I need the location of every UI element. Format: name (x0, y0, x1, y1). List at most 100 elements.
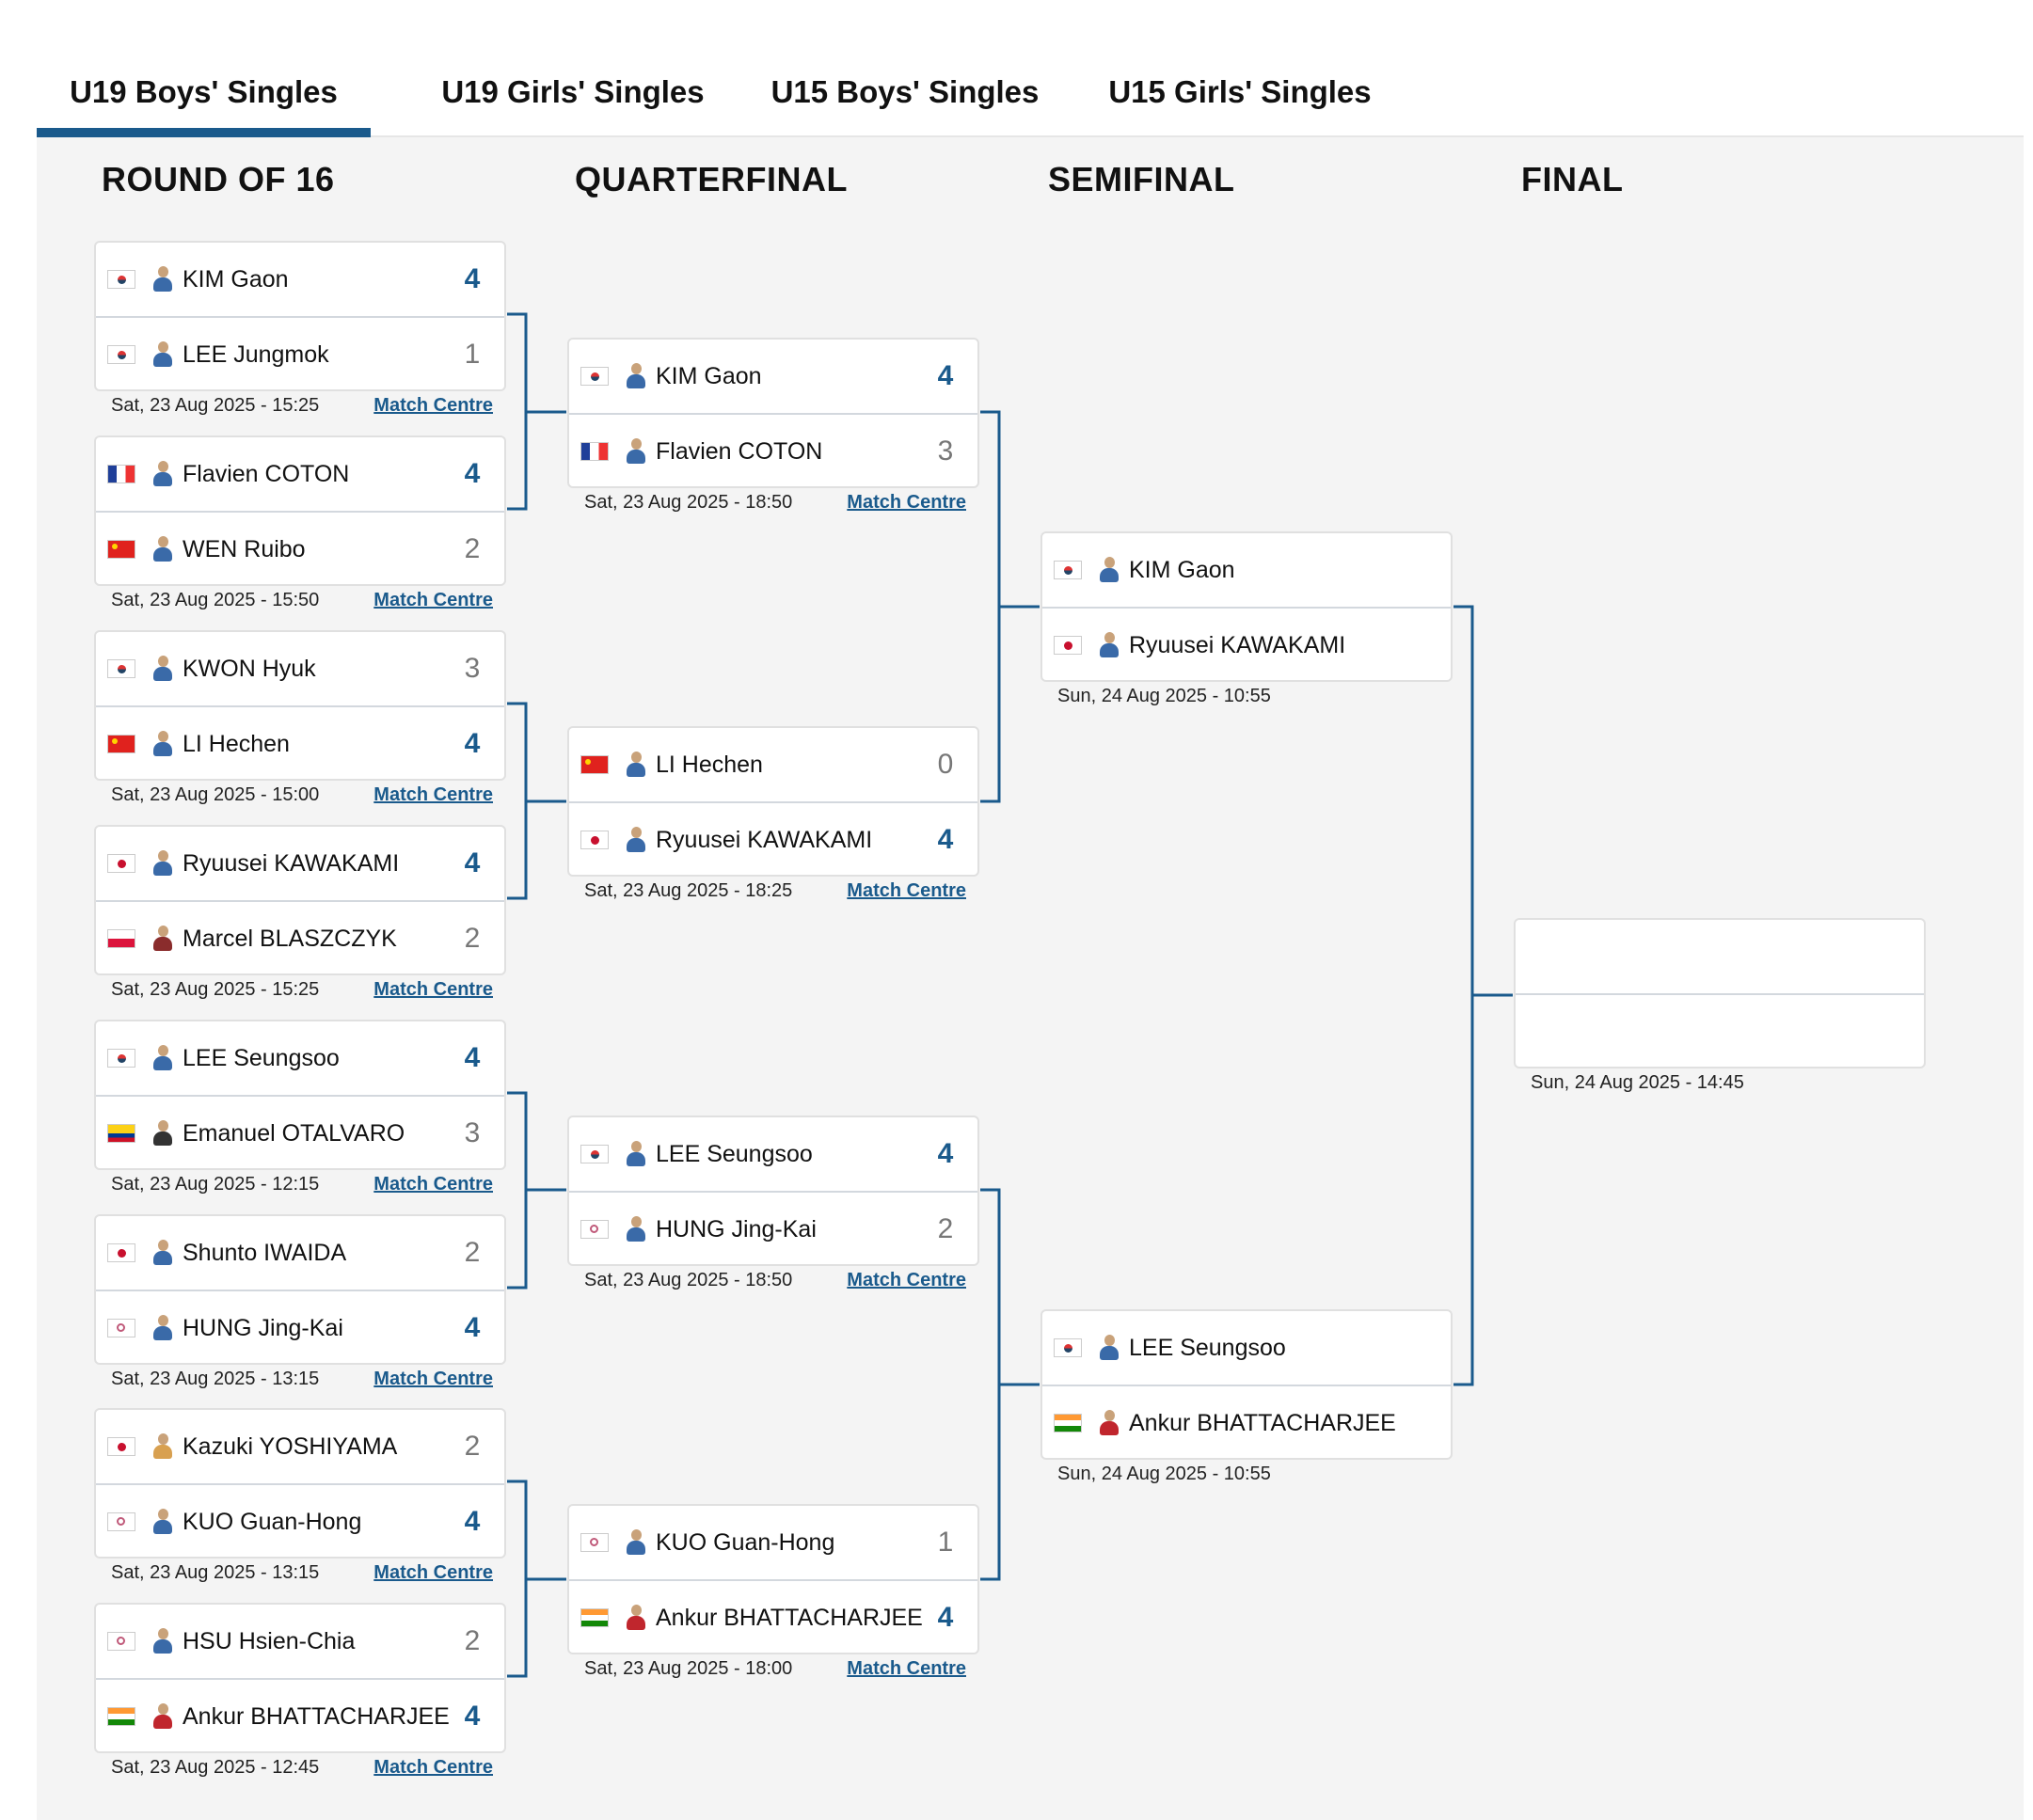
match-meta: Sat, 23 Aug 2025 - 18:00 Match Centre (567, 1658, 979, 1686)
player-name: Shunto IWAIDA (183, 1239, 347, 1266)
match-date: Sat, 23 Aug 2025 - 13:15 (111, 1369, 320, 1389)
player-avatar-icon (626, 752, 646, 778)
sf-match-1: KIM Gaon Ryuusei KAWAKAMI (1040, 531, 1453, 682)
flag-kor-icon (1054, 1338, 1082, 1357)
player-name: KIM Gaon (1129, 556, 1235, 583)
match-centre-link[interactable]: Match Centre (373, 1174, 493, 1195)
match-meta: Sun, 24 Aug 2025 - 14:45 (1514, 1072, 1926, 1100)
player-row[interactable]: Ankur BHATTACHARJEE (1042, 1386, 1451, 1460)
player-avatar-icon (626, 1141, 646, 1167)
player-row-empty[interactable] (1516, 920, 1924, 995)
player-score: 4 (937, 1602, 954, 1633)
round-title-final: FINAL (1521, 160, 1624, 198)
tab-bar: U19 Boys' Singles U19 Girls' Singles U15… (37, 34, 2024, 137)
player-name: Ryuusei KAWAKAMI (1129, 631, 1346, 658)
match-centre-link[interactable]: Match Centre (373, 1562, 493, 1583)
player-name: Flavien COTON (656, 437, 823, 465)
flag-fra-icon (107, 465, 135, 483)
player-avatar-icon (626, 827, 646, 853)
match-centre-link[interactable]: Match Centre (373, 784, 493, 805)
player-score: 4 (464, 1312, 481, 1343)
player-avatar-icon (152, 731, 173, 757)
match-centre-link[interactable]: Match Centre (373, 395, 493, 416)
player-score: 4 (464, 1701, 481, 1732)
flag-ind-icon (1054, 1414, 1082, 1432)
flag-chn-icon (580, 755, 609, 774)
player-row[interactable]: Ryuusei KAWAKAMI (1042, 609, 1451, 682)
player-row[interactable]: KIM Gaon (1042, 533, 1451, 609)
player-name: LEE Seungsoo (656, 1140, 813, 1167)
match-centre-link[interactable]: Match Centre (847, 1658, 966, 1679)
player-avatar-icon (152, 850, 173, 877)
flag-kor-icon (107, 659, 135, 678)
player-avatar-icon (152, 1433, 173, 1460)
tab-u15-boys-singles[interactable]: U15 Boys' Singles (770, 74, 1040, 109)
player-avatar-icon (152, 1628, 173, 1654)
match-date: Sat, 23 Aug 2025 - 12:15 (111, 1174, 320, 1195)
match-meta: Sat, 23 Aug 2025 - 12:15 Match Centre (94, 1174, 506, 1202)
match-centre-link[interactable]: Match Centre (373, 1757, 493, 1778)
player-name: Marcel BLASZCZYK (183, 925, 397, 952)
match-centre-link[interactable]: Match Centre (847, 880, 966, 901)
player-score: 0 (937, 749, 954, 780)
match-centre-link[interactable]: Match Centre (373, 1369, 493, 1389)
player-row[interactable]: LEE Seungsoo (1042, 1311, 1451, 1386)
match-centre-link[interactable]: Match Centre (373, 590, 493, 610)
player-row-empty[interactable] (1516, 995, 1924, 1068)
match-centre-link[interactable]: Match Centre (847, 1270, 966, 1290)
flag-tpe-icon (107, 1632, 135, 1651)
player-avatar-icon (152, 926, 173, 952)
player-avatar-icon (152, 341, 173, 368)
round-title-semifinal: SEMIFINAL (1048, 160, 1235, 198)
player-avatar-icon (626, 1529, 646, 1556)
flag-jpn-icon (107, 1437, 135, 1456)
match-meta: Sat, 23 Aug 2025 - 12:45 Match Centre (94, 1757, 506, 1785)
player-name: KUO Guan-Hong (183, 1508, 362, 1535)
match-centre-link[interactable]: Match Centre (847, 492, 966, 513)
flag-kor-icon (107, 270, 135, 289)
match-date: Sun, 24 Aug 2025 - 10:55 (1057, 1464, 1271, 1484)
match-date: Sat, 23 Aug 2025 - 18:00 (584, 1658, 793, 1679)
match-date: Sat, 23 Aug 2025 - 12:45 (111, 1757, 320, 1778)
player-avatar-icon (152, 656, 173, 682)
tab-u15-girls-singles[interactable]: U15 Girls' Singles (1108, 74, 1372, 109)
tab-u19-boys-singles[interactable]: U19 Boys' Singles (37, 34, 371, 137)
flag-jpn-icon (107, 854, 135, 873)
match-centre-link[interactable]: Match Centre (373, 979, 493, 1000)
tab-u19-girls-singles[interactable]: U19 Girls' Singles (441, 74, 705, 109)
match-meta: Sun, 24 Aug 2025 - 10:55 (1040, 1464, 1453, 1492)
sf-match-2: LEE Seungsoo Ankur BHATTACHARJEE (1040, 1309, 1453, 1460)
match-date: Sat, 23 Aug 2025 - 18:50 (584, 492, 793, 513)
